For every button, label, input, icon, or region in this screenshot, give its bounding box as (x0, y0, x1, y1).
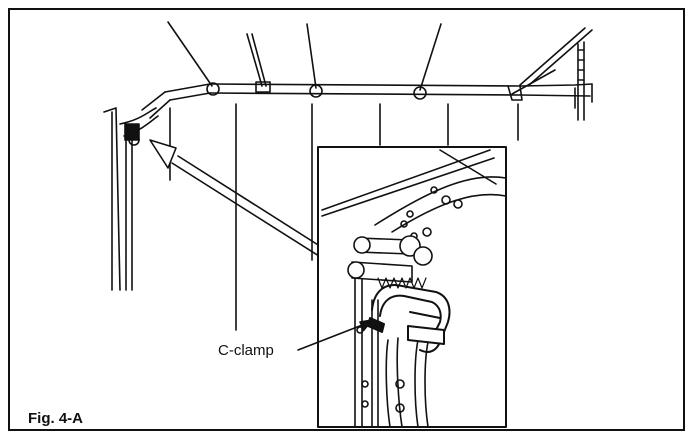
door-panels (169, 103, 519, 331)
track-rollers (206, 81, 523, 101)
callout-leader (297, 319, 373, 351)
wall-bracket (577, 41, 585, 121)
hanger-rods (167, 21, 556, 95)
c-clamp-label: C-clamp (218, 342, 274, 359)
horizontal-track (141, 27, 593, 119)
vertical-track (103, 107, 159, 291)
spring-coil (377, 277, 427, 289)
detail-arrow (149, 139, 335, 264)
c-clamp (367, 284, 451, 353)
figure-label: Fig. 4-A (28, 410, 83, 427)
detail-inset (317, 146, 507, 428)
